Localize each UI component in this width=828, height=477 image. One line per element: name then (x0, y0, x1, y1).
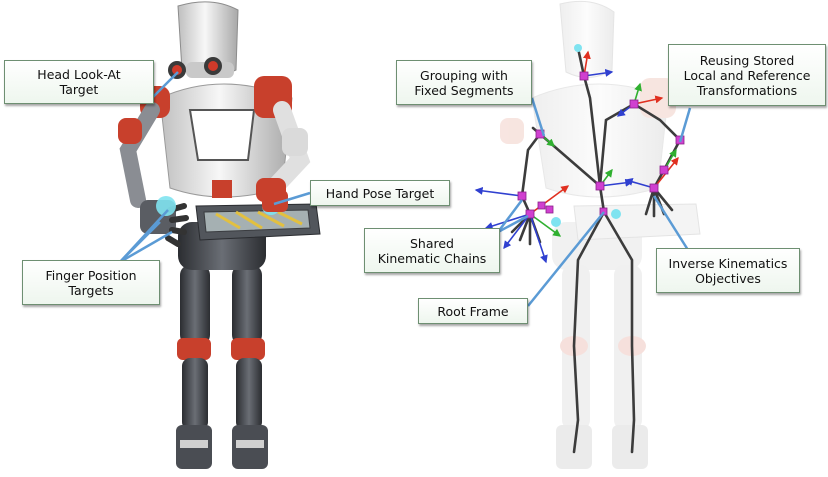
label-shared-kinematic-chains: Shared Kinematic Chains (364, 228, 500, 273)
label-finger-position-targets: Finger Position Targets (22, 260, 160, 305)
label-inverse-kinematics-objectives: Inverse Kinematics Objectives (656, 248, 800, 293)
label-grouping-fixed-segments: Grouping with Fixed Segments (396, 60, 532, 105)
label-reusing-stored-transformations: Reusing Stored Local and Reference Trans… (668, 44, 826, 106)
left-robot-head (168, 2, 238, 79)
label-root-frame: Root Frame (418, 298, 528, 324)
left-robot-legs (176, 265, 268, 469)
label-head-look-at: Head Look-At Target (4, 60, 154, 104)
label-hand-pose-target: Hand Pose Target (310, 180, 450, 206)
leader-reusing (680, 108, 690, 142)
